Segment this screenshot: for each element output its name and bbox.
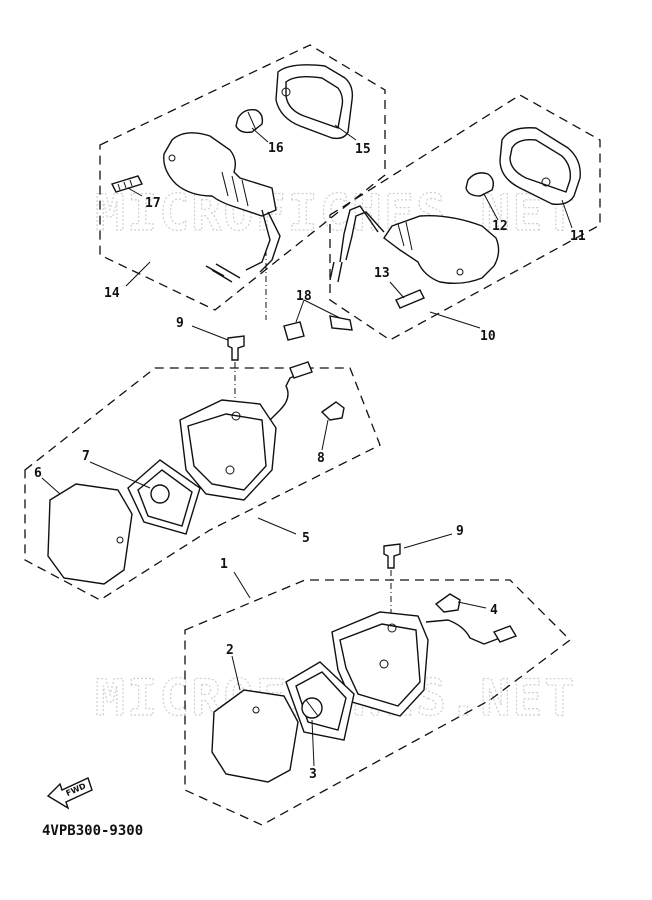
callout-5: 5: [302, 531, 310, 546]
callout-17: 17: [145, 196, 161, 211]
diagram-code: 4VPB300-9300: [42, 823, 143, 839]
leader-lines: [41, 124, 573, 767]
screw-17: [111, 175, 143, 193]
housing-14: [163, 132, 281, 283]
lens-15: [275, 64, 354, 140]
bulb-16: [235, 108, 264, 134]
callout-15: 15: [355, 142, 371, 157]
callout-9-upper: 9: [176, 316, 184, 331]
lens-2: [211, 689, 299, 783]
gasket-7: [127, 459, 201, 535]
lens-11: [499, 127, 581, 206]
turn-signal-assembly-1: [184, 543, 571, 826]
callout-4: 4: [490, 603, 498, 618]
callout-3: 3: [309, 767, 317, 782]
forward-arrow-icon: FWD: [46, 777, 93, 810]
housing-5: [179, 361, 313, 501]
screw-9-upper: [227, 335, 245, 361]
callout-10: 10: [480, 329, 496, 344]
housing-10: [329, 205, 500, 285]
callout-11: 11: [570, 229, 586, 244]
turn-signal-assembly-14: [99, 44, 386, 320]
callout-9-lower: 9: [456, 524, 464, 539]
callout-2: 2: [226, 643, 234, 658]
watermark-top: MICROFICHES.NET: [95, 184, 577, 242]
callout-6: 6: [34, 466, 42, 481]
callout-7: 7: [82, 449, 90, 464]
callout-14: 14: [104, 286, 120, 301]
bulb-socket-8: [320, 401, 345, 421]
housing-1: [331, 611, 518, 717]
turn-signal-assembly-5: [24, 335, 381, 601]
bulb-12: [465, 172, 495, 197]
callout-1: 1: [220, 557, 228, 572]
turn-signal-assembly-10: [329, 94, 601, 341]
screw-9-lower: [383, 543, 401, 569]
callout-13: 13: [374, 266, 390, 281]
callout-16: 16: [268, 141, 284, 156]
bulb-socket-4: [434, 593, 461, 613]
lens-6: [47, 483, 133, 585]
screw-13: [395, 289, 425, 309]
callout-8: 8: [317, 451, 325, 466]
bulb-3: [301, 697, 323, 719]
callout-12: 12: [492, 219, 508, 234]
callout-18: 18: [296, 289, 312, 304]
screws-18: [283, 315, 353, 341]
